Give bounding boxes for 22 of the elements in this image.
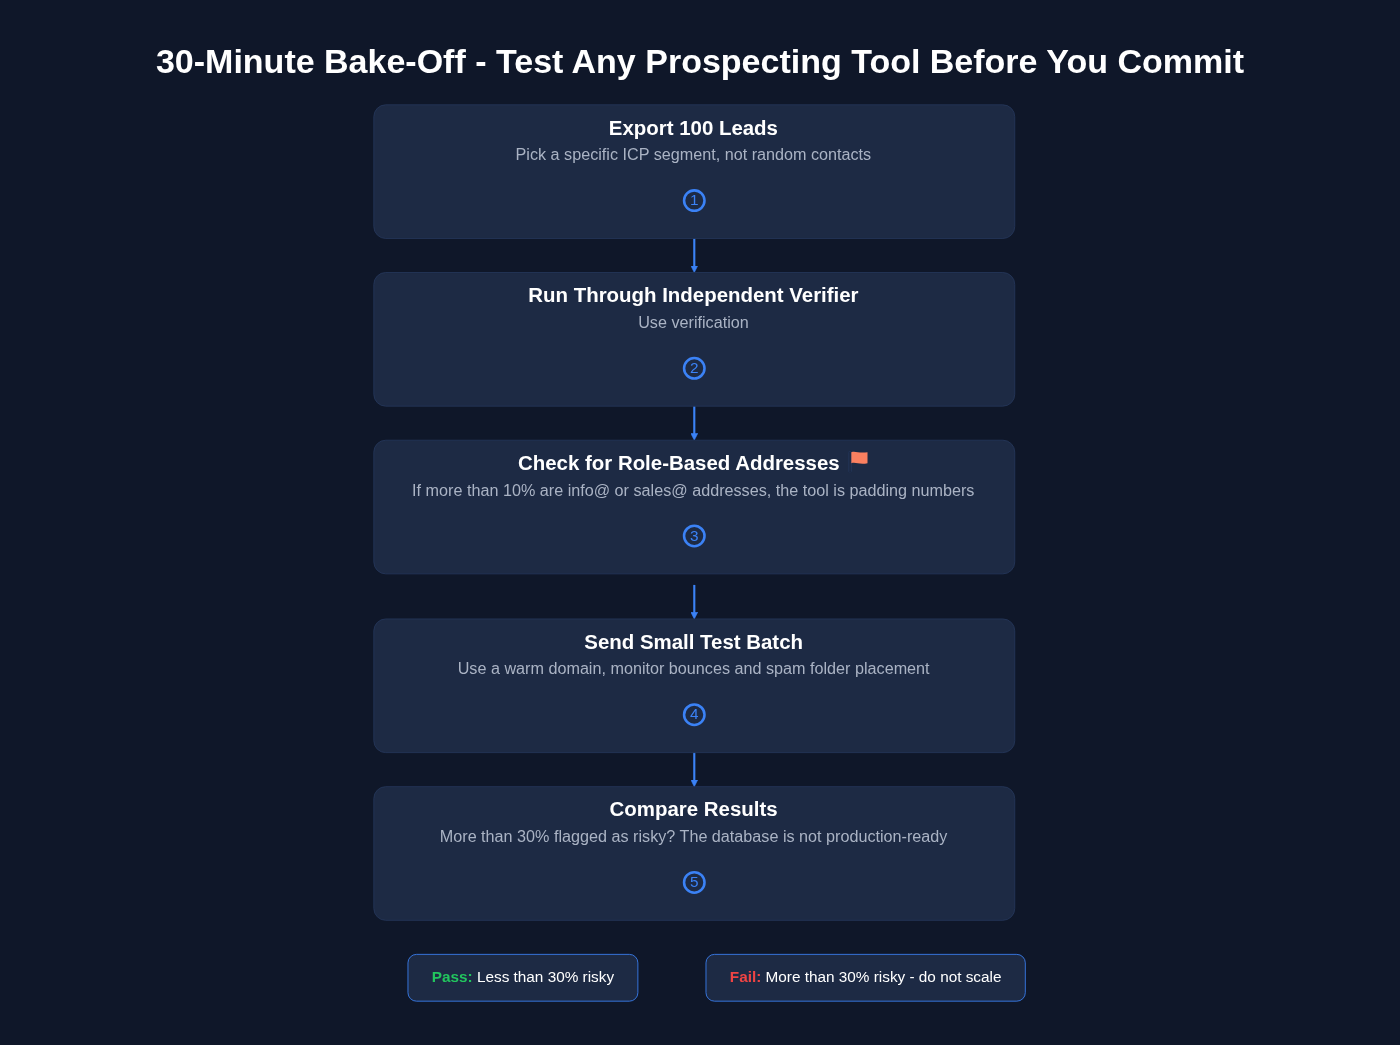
step-description: If more than 10% are info@ or sales@ addresses, the tool is padding numbers <box>412 480 975 499</box>
step-number: 1 <box>690 190 699 211</box>
result-text: Fail: More than 30% risky - do not scale <box>730 967 1002 988</box>
step-title: Compare Results <box>610 797 779 821</box>
arrow <box>691 584 699 620</box>
step-number: 5 <box>690 872 699 893</box>
step-title: Send Small Test Batch <box>584 630 804 653</box>
diagram-title: 30-Minute Bake-Off - Test Any Prospecting Tool Before You Commit <box>155 41 1245 82</box>
result-text: Pass: Less than 30% risky <box>432 967 615 988</box>
step-description: Pick a specific ICP segment, not random contacts <box>515 145 872 164</box>
step-description: Use verification <box>638 313 750 332</box>
step-number: 3 <box>690 526 699 547</box>
step-title: Export 100 Leads <box>609 115 779 139</box>
step-description: Use a warm domain, monitor bounces and spam folder placement <box>458 659 931 678</box>
arrow <box>691 406 699 441</box>
step-number: 4 <box>690 704 699 725</box>
step-description: More than 30% flagged as risky? The database is not production-ready <box>440 827 948 846</box>
step-title: Run Through Independent Verifier <box>528 283 859 307</box>
step-number: 2 <box>690 358 699 379</box>
step-title: Check for Role-Based Addresses <box>518 451 870 475</box>
arrow <box>691 238 699 273</box>
arrow <box>691 752 699 787</box>
